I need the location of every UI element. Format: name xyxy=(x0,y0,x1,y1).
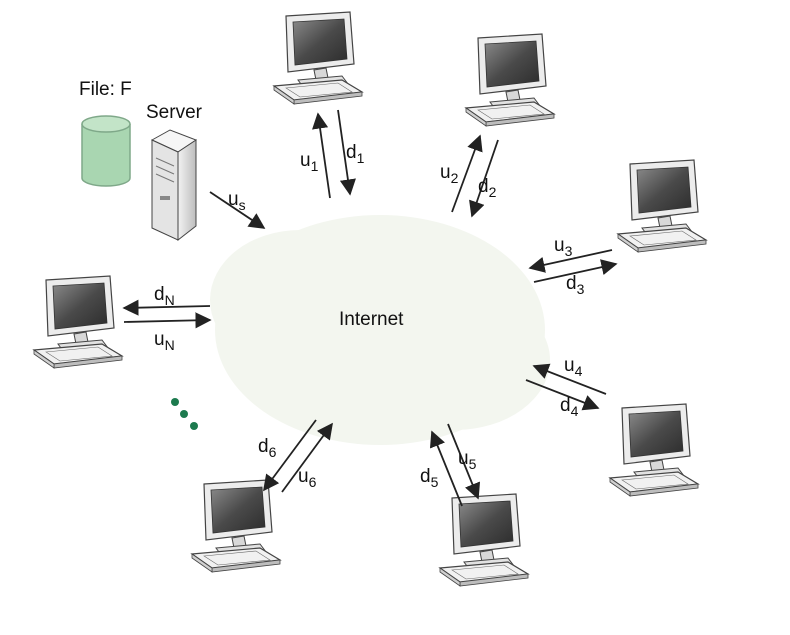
more-peers-dots xyxy=(171,398,198,430)
peer5-download-arrow xyxy=(447,423,481,500)
server-tower-icon xyxy=(150,129,198,242)
peer4-upload-label: u4 xyxy=(564,355,583,379)
peer4-upload-arrow xyxy=(532,363,607,395)
link-arrows xyxy=(122,109,618,507)
peer-computer-n-icon xyxy=(33,275,123,369)
peer-computer-5-icon xyxy=(439,493,529,587)
peer3-upload-arrow xyxy=(528,249,613,273)
peer5-download-label: d5 xyxy=(420,466,439,490)
server-label: Server xyxy=(146,102,203,123)
peer1-download-arrow xyxy=(337,109,356,196)
peer2-download-label: d2 xyxy=(478,176,497,200)
file-database-icon xyxy=(81,115,131,187)
internet-cloud xyxy=(210,215,550,445)
peer5-upload-arrow xyxy=(429,430,463,507)
peerN-download-label: dN xyxy=(154,284,175,308)
peer1-upload-label: u1 xyxy=(300,150,319,174)
peer2-upload-label: u2 xyxy=(440,162,459,186)
server-upload-label: us xyxy=(228,189,246,213)
peer3-upload-label: u3 xyxy=(554,235,573,259)
peer6-upload-arrow xyxy=(281,422,333,493)
peer6-download-arrow xyxy=(263,419,317,492)
peer-computer-2-icon xyxy=(465,33,555,127)
peer4-download-label: d4 xyxy=(560,395,579,419)
peer6-upload-label: u6 xyxy=(298,466,317,490)
file-label: File: F xyxy=(79,79,132,100)
server-upload-arrow xyxy=(209,191,266,229)
peer6-download-label: d6 xyxy=(258,436,277,460)
peer1-download-label: d1 xyxy=(346,142,365,166)
peerN-upload-arrow xyxy=(123,312,212,329)
peer-computer-3-icon xyxy=(617,159,707,253)
peer-computer-6-icon xyxy=(191,479,281,573)
peer2-upload-arrow xyxy=(451,134,483,213)
peer-computer-4-icon xyxy=(609,403,699,497)
peer4-download-arrow xyxy=(525,379,600,411)
peer1-upload-arrow xyxy=(312,112,331,199)
peer-computer-1-icon xyxy=(273,11,363,105)
internet-label: Internet xyxy=(339,309,404,330)
peerN-download-arrow xyxy=(122,299,211,316)
peer5-upload-label: u5 xyxy=(458,448,477,472)
peerN-upload-label: uN xyxy=(154,329,175,353)
peer2-download-arrow xyxy=(469,139,499,218)
peer3-download-arrow xyxy=(533,259,618,283)
peer3-download-label: d3 xyxy=(566,273,585,297)
